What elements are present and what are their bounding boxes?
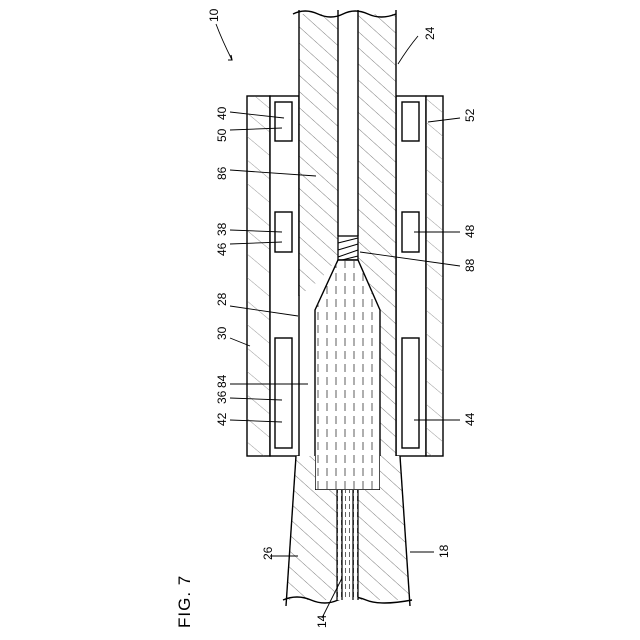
ref-36-label: 36 (215, 390, 229, 404)
plug-88 (338, 236, 358, 260)
fiber-core-14 (337, 490, 358, 600)
ref-40-label: 40 (215, 106, 229, 120)
block-52 (402, 102, 419, 141)
block-50 (275, 102, 292, 141)
ref-86-label: 86 (215, 166, 229, 180)
ref-18-label: 18 (437, 544, 451, 558)
ref-10-label: 10 (207, 8, 221, 22)
block-44 (402, 338, 419, 448)
ref-26-label: 26 (261, 546, 275, 560)
ref-42-label: 42 (215, 412, 229, 426)
ref-30-label: 30 (215, 326, 229, 340)
ref-52-label: 52 (463, 108, 477, 122)
ref-38-label: 38 (215, 222, 229, 236)
ref-50-label: 50 (215, 128, 229, 142)
figure-label: FIG. 7 (175, 575, 194, 628)
ref-14-label: 14 (315, 614, 329, 628)
ref-88-label: 88 (463, 258, 477, 272)
ref-28-label: 28 (215, 292, 229, 306)
ref-48-label: 48 (463, 224, 477, 238)
ref-44-label: 44 (463, 412, 477, 426)
ref-24-label: 24 (423, 26, 437, 40)
block-42 (275, 338, 292, 448)
ref-46-label: 46 (215, 242, 229, 256)
ref-84-label: 84 (215, 374, 229, 388)
capsule-84 (315, 260, 380, 490)
